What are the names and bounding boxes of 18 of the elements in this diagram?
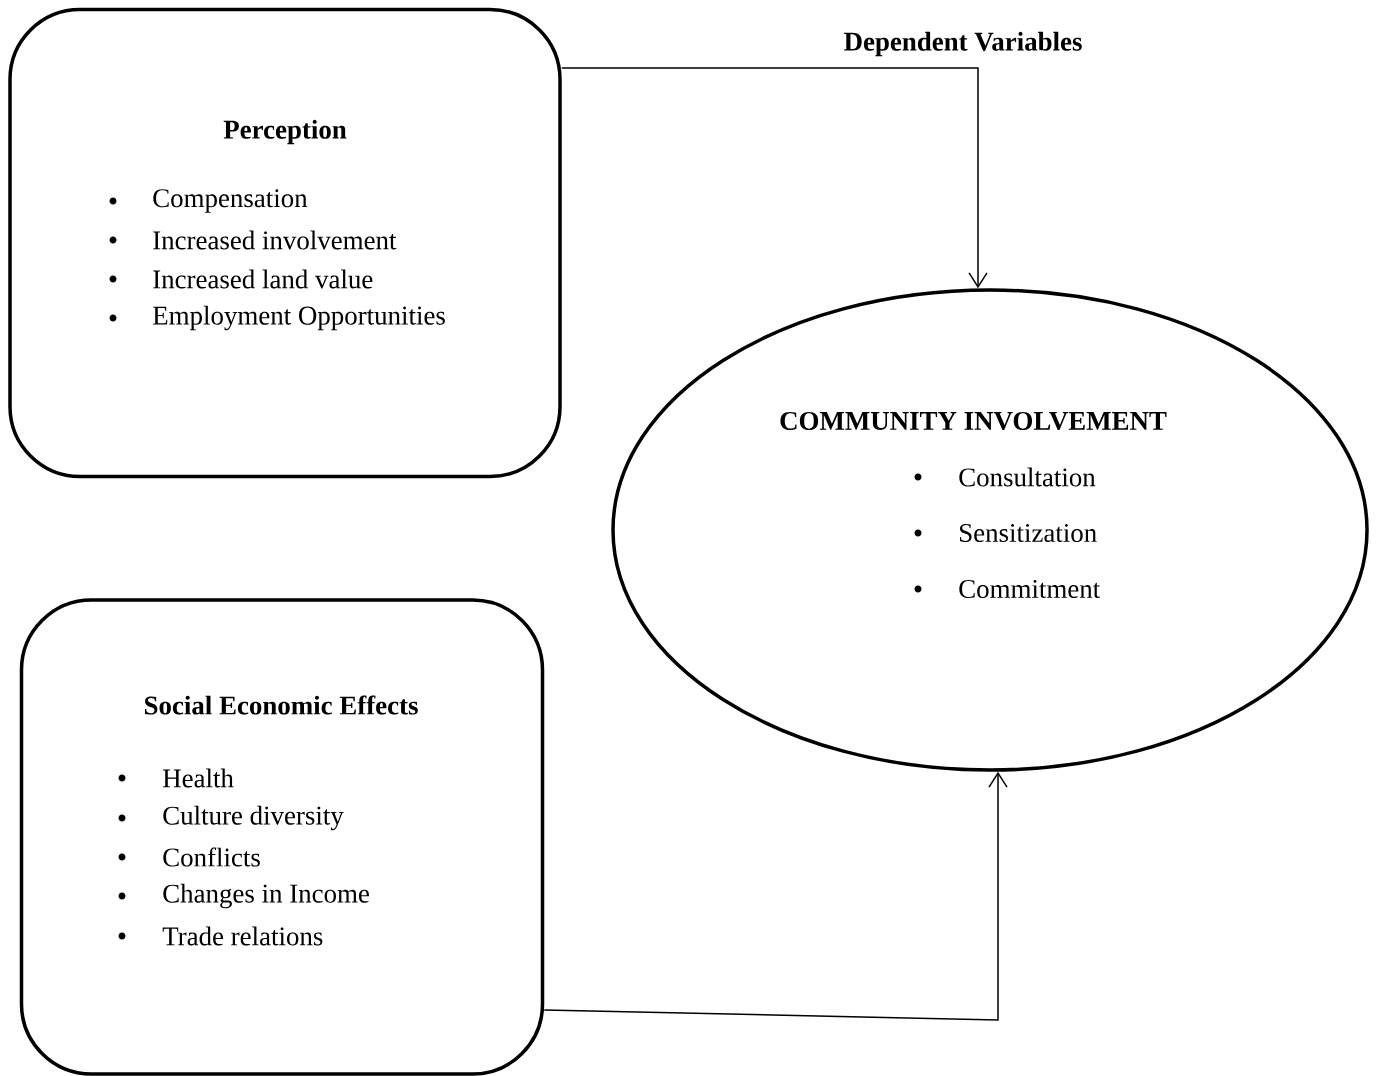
- list-item: Compensation: [153, 189, 308, 213]
- list-item: Commitment: [959, 579, 1101, 599]
- list-item: Employment Opportunities: [153, 305, 445, 331]
- list-item: Increased involvement: [153, 230, 397, 250]
- label: Dependent Variables: [844, 31, 1082, 57]
- list-item: Culture diversity: [163, 805, 344, 831]
- arrow: [561, 67, 988, 289]
- heading: Perception: [223, 119, 347, 145]
- list-item: Trade relations: [162, 926, 323, 946]
- list-item: Consultation: [959, 467, 1096, 487]
- list-item: Conflicts: [163, 847, 260, 867]
- list-item: Changes in Income: [163, 883, 369, 909]
- list-item: Sensitization: [960, 523, 1097, 543]
- list-item: Increased land value: [153, 269, 373, 289]
- arrow: [543, 771, 1008, 1021]
- list-item: Health: [163, 768, 234, 788]
- heading: Social Economic Effects: [145, 695, 418, 715]
- heading: COMMUNITY INVOLVEMENT: [780, 411, 1167, 431]
